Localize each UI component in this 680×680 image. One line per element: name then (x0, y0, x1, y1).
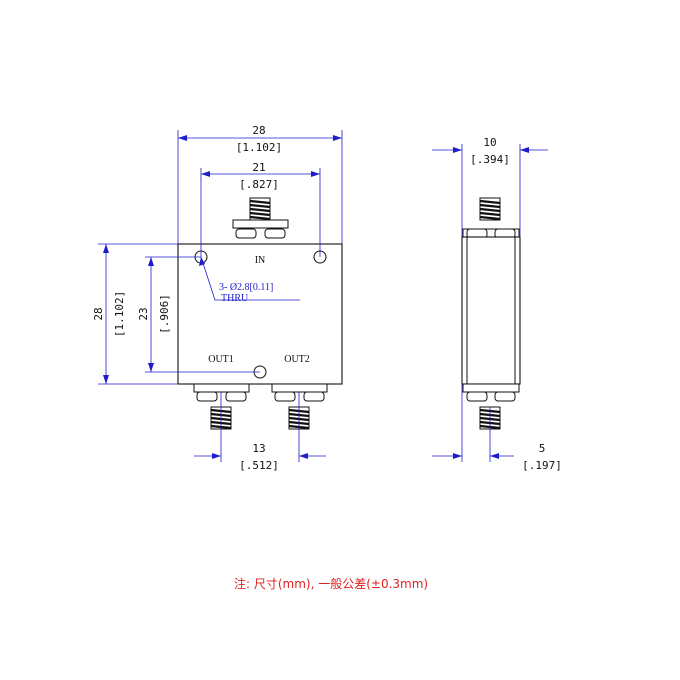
dim-output-spacing: 13 [.512] (194, 392, 326, 472)
dim-hole-height-inch: [.906] (158, 294, 171, 334)
dim-width-total: 28 [1.102] (177, 124, 343, 244)
tolerance-note: 注: 尺寸(mm), 一般公差(±0.3mm) (234, 576, 428, 591)
side-view: 10 [.394] 5 [.197] (432, 136, 562, 472)
dim-output-spacing-mm: 13 (252, 442, 265, 455)
front-view: IN OUT1 OUT2 3- Ø2.8[0.11] THRU 28 [1.10… (92, 124, 343, 472)
dim-hole-span-inch: [.827] (239, 178, 279, 191)
dim-thickness-inch: [.394] (470, 153, 510, 166)
dim-thickness: 10 [.394] (432, 136, 548, 237)
hole-note-line2: THRU (221, 293, 249, 304)
out2-connector (271, 383, 328, 431)
dim-offset-inch: [.197] (522, 459, 562, 472)
dim-output-spacing-inch: [.512] (239, 459, 279, 472)
dim-offset-mm: 5 (539, 442, 546, 455)
dim-offset: 5 [.197] (432, 384, 562, 472)
port-out2-label: OUT2 (284, 354, 310, 365)
dim-width-total-mm: 28 (252, 124, 265, 137)
dim-height-total-inch: [1.102] (113, 291, 126, 337)
dim-height-total: 28 [1.102] (92, 243, 178, 385)
hole-note-line1: 3- Ø2.8[0.11] (219, 282, 273, 293)
divider-body (177, 243, 343, 385)
port-out1-label: OUT1 (208, 354, 234, 365)
side-body (461, 236, 521, 385)
dim-width-total-inch: [1.102] (236, 141, 282, 154)
dim-thickness-mm: 10 (483, 136, 496, 149)
dim-hole-height: 23 [.906] (137, 256, 260, 373)
out1-connector (193, 383, 250, 431)
hole-note-leader (200, 256, 300, 301)
dim-hole-span-mm: 21 (252, 161, 265, 174)
dim-height-total-mm: 28 (92, 307, 105, 320)
dim-hole-span: 21 [.827] (200, 161, 321, 257)
dim-hole-height-mm: 23 (137, 307, 150, 320)
port-in-label: IN (255, 255, 266, 266)
hole-note-arrow (199, 257, 205, 266)
in-connector (232, 196, 289, 239)
